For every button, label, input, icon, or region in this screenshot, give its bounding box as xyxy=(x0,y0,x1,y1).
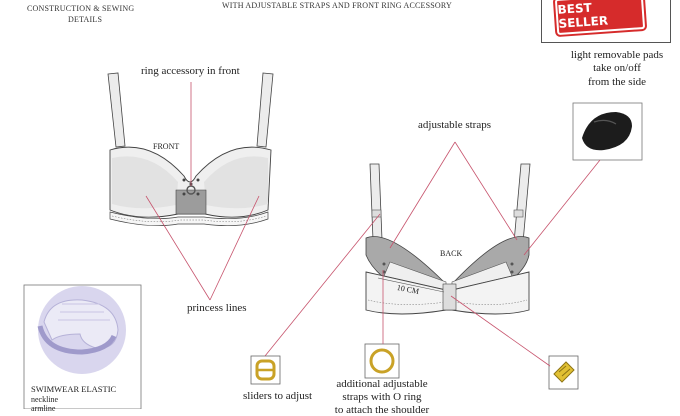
header-left-line1: CONSTRUCTION & SEWING xyxy=(27,4,135,13)
o-ring-hardware xyxy=(364,343,400,379)
slider-hardware xyxy=(250,355,281,385)
removable-pad xyxy=(572,102,643,161)
swimwear-title: SWIMWEAR ELASTIC xyxy=(31,384,117,394)
additional-straps-line2: straps with O ring xyxy=(342,391,422,403)
pads-label-line1: light removable pads xyxy=(570,49,664,61)
back-label: BACK xyxy=(440,249,463,258)
header-center: WITH ADJUSTABLE STRAPS AND FRONT RING AC… xyxy=(222,1,452,10)
back-bra-illustration xyxy=(365,163,531,315)
front-label: FRONT xyxy=(153,142,180,151)
additional-straps-line3: to attach the shoulder xyxy=(334,404,430,416)
best-seller-box: BEST SELLER xyxy=(541,0,671,43)
swimwear-armline: armline xyxy=(31,404,56,413)
additional-straps-line1: additional adjustable xyxy=(336,378,428,390)
princess-lines-label: princess lines xyxy=(187,302,247,314)
adjustable-straps-label: adjustable straps xyxy=(418,119,492,131)
hook-hardware xyxy=(548,355,579,390)
header-left-line2: DETAILS xyxy=(68,15,103,24)
swimwear-neckline: neckline xyxy=(31,395,59,404)
pads-label-line3: from the side xyxy=(587,76,647,88)
front-bra-illustration xyxy=(107,72,274,227)
ring-accessory-label: ring accessory in front xyxy=(141,65,240,77)
pads-label-line2: take on/off xyxy=(593,62,641,74)
sliders-label: sliders to adjust xyxy=(243,390,313,402)
swimwear-elastic-box xyxy=(23,284,142,409)
leader-lines xyxy=(145,82,601,367)
